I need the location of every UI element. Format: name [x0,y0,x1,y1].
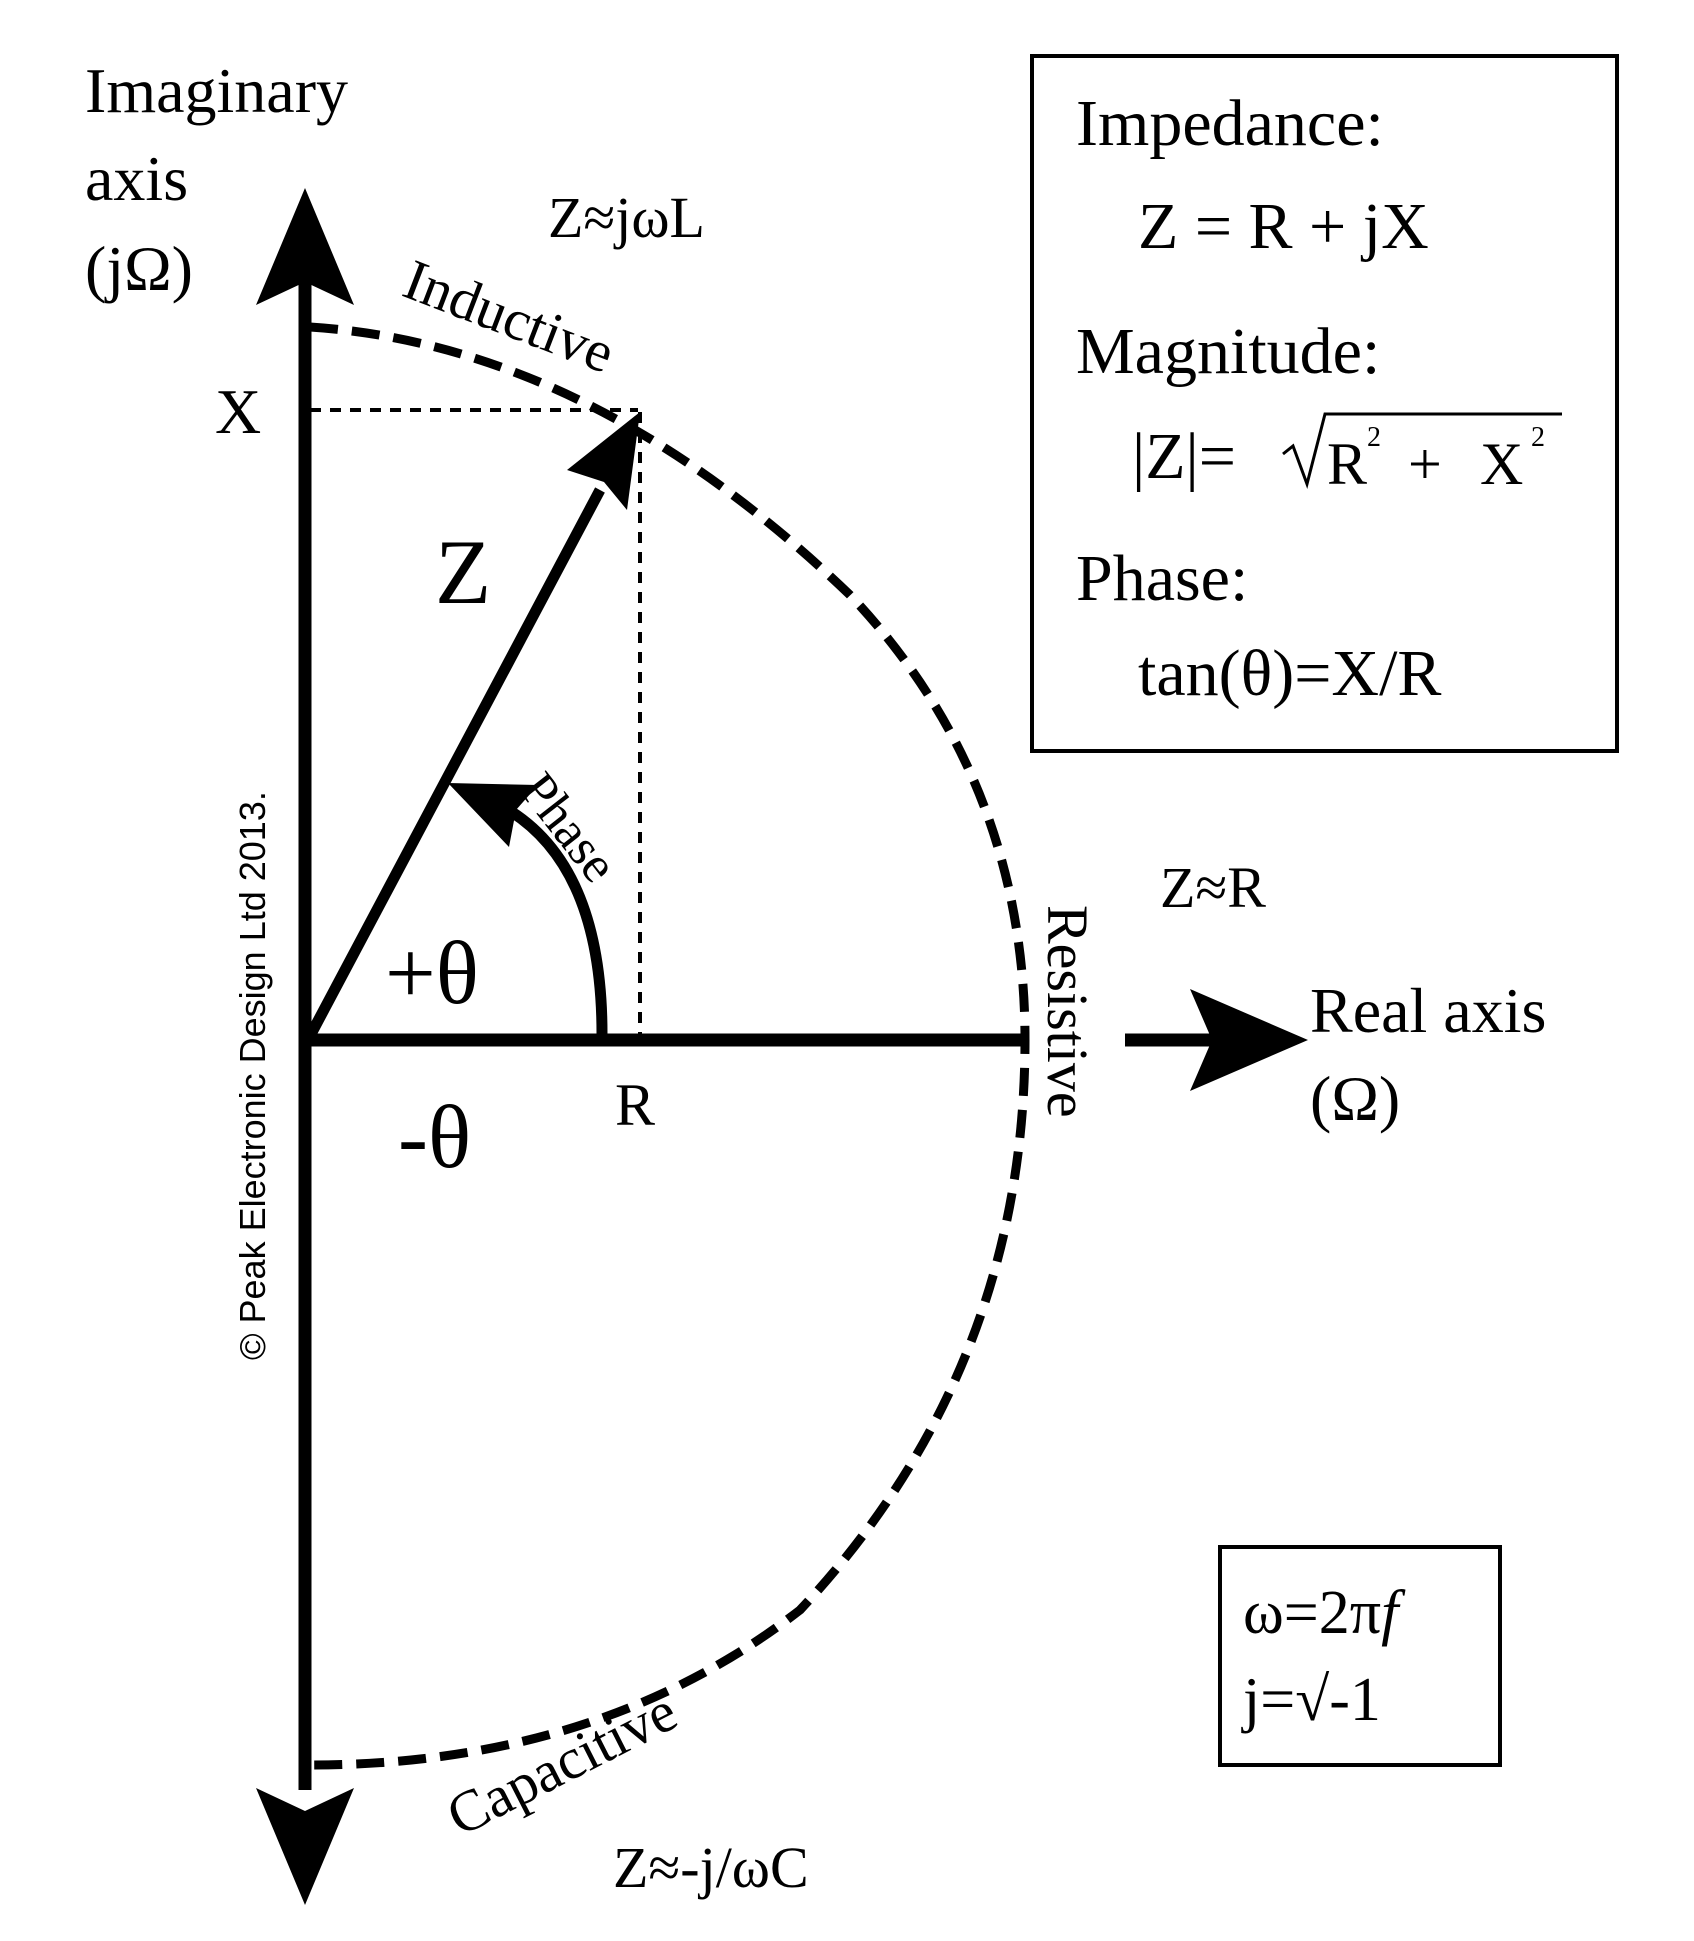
imaginary-axis-label: Imaginary axis (jΩ) [85,55,348,304]
resistive-formula: Z≈R [1160,855,1266,920]
imaginary-axis-up-arrowhead [256,188,354,305]
real-axis-arrowhead [1190,989,1308,1091]
phase-arc-curve [497,800,608,1035]
magnitude-x: X [1480,431,1523,497]
z-vector-arrowhead [567,412,640,510]
omega-definition-f: f [1381,1579,1406,1647]
j-definition: j=√-1 [1241,1666,1381,1734]
definitions-box-frame [1218,1545,1502,1767]
magnitude-formula: |Z|= R 2 + X 2 [1132,412,1562,497]
imaginary-axis-label-line2: axis [85,143,188,214]
imaginary-axis-label-line1: Imaginary [85,55,348,126]
resistive-label: Resistive [1035,905,1100,1118]
real-axis-label: Real axis (Ω) [1310,975,1546,1134]
inductive-label: Inductive [395,246,623,385]
magnitude-plus: + [1408,431,1442,497]
imaginary-axis-down-arrowhead [256,1788,354,1905]
r-tick-label: R [615,1072,655,1138]
magnitude-r-exponent: 2 [1367,422,1381,453]
impedance-locus-arc [309,322,1030,1770]
z-vector-label: Z [435,521,491,623]
magnitude-lhs: |Z|= [1132,420,1236,493]
impedance-formula: Z = R + jX [1138,190,1429,263]
impedance-title: Impedance: [1076,87,1384,160]
magnitude-x-exponent: 2 [1531,422,1545,453]
plus-theta-label: +θ [385,924,479,1023]
phase-formula: tan(θ)=X/R [1138,637,1441,710]
capacitive-formula: Z≈-j/ωC [613,1835,809,1900]
omega-definition-text: ω=2π [1243,1579,1381,1647]
magnitude-r: R [1327,431,1367,497]
info-box-frame [1030,54,1619,753]
definitions-box: ω=2πf j=√-1 [1218,1545,1502,1767]
real-axis-label-line1: Real axis [1310,975,1546,1046]
phase-title: Phase: [1076,542,1248,615]
info-box: Impedance: Z = R + jX Magnitude: |Z|= R … [1030,54,1619,753]
phase-arc [448,783,608,1035]
minus-theta-label: -θ [398,1088,471,1187]
square-root-sign [1282,412,1562,490]
x-tick-label: X [215,376,261,447]
real-axis [305,989,1308,1091]
z-vector [305,412,640,1039]
imaginary-axis-label-line3: (jΩ) [85,233,193,304]
phase-arc-arrowhead [448,783,538,847]
magnitude-title: Magnitude: [1076,315,1380,388]
omega-definition: ω=2πf [1243,1579,1406,1647]
inductive-formula: Z≈jωL [548,185,705,250]
z-vector-shaft [305,487,605,1039]
copyright-text: © Peak Electronic Design Ltd 2013. [232,791,273,1360]
capacitive-label: Capacitive [436,1678,686,1849]
real-axis-label-line2: (Ω) [1310,1063,1400,1134]
